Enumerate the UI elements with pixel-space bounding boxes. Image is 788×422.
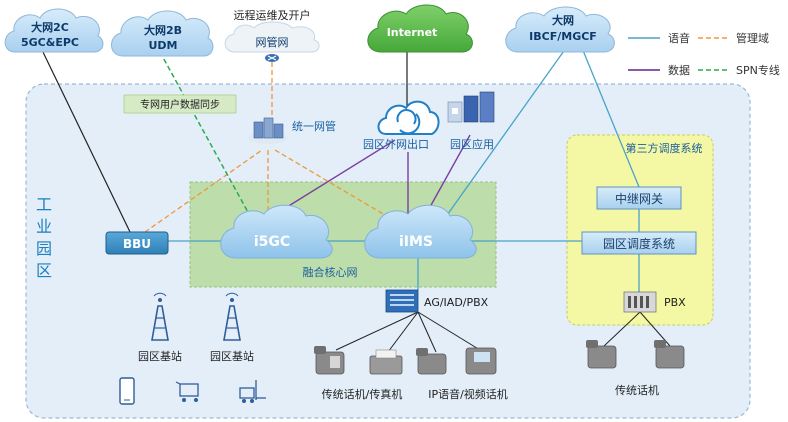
base-station-icon-1 xyxy=(151,292,169,341)
internet-label: Internet xyxy=(387,26,438,39)
sync-label-box xyxy=(123,94,237,114)
cloud-5gc-epc-line1: 大网2C xyxy=(31,20,69,34)
legend-spn-label: SPN专线 xyxy=(736,63,780,77)
ip-phone-icon xyxy=(416,348,447,375)
cloud-udm-line1: 大网2B xyxy=(144,23,182,37)
phones-ip-label: IP语音/视频话机 xyxy=(428,387,508,401)
forklift-icon xyxy=(239,380,266,403)
ag-iad-pbx-device-icon xyxy=(385,289,419,313)
remote-ops-label: 远程运维及开户 xyxy=(234,8,311,22)
industrial-park-label-3: 园 xyxy=(36,239,52,258)
cloud-ibcf-mgcf xyxy=(505,6,615,53)
third-party-label: 第三方调度系统 xyxy=(626,141,703,155)
pbx-device-icon xyxy=(623,291,657,313)
net-mgmt-label: 网管网 xyxy=(256,35,289,49)
fax-machine-icon xyxy=(369,349,403,375)
legend xyxy=(628,37,730,71)
router-icon xyxy=(265,54,279,62)
cart-terminal-icon xyxy=(175,381,199,402)
legend-voice-label: 语音 xyxy=(668,31,690,45)
server-cluster-icon xyxy=(248,117,288,144)
phones-right-label: 传统话机 xyxy=(615,383,659,397)
analog-phone-icon-2 xyxy=(586,340,617,369)
big-ims-line1: 大网 xyxy=(552,13,574,27)
third-party-area xyxy=(566,134,714,326)
unified-mgmt-label: 统一网管 xyxy=(292,119,336,133)
pbx-right-label: PBX xyxy=(664,296,686,309)
analog-phone-icon-1 xyxy=(314,346,345,375)
ag-iad-pbx-label: AG/IAD/PBX xyxy=(424,296,489,309)
cloud-5gc-epc-line2: 5GC&EPC xyxy=(21,36,79,49)
big-ims-line2: IBCF/MGCF xyxy=(529,30,597,43)
video-phone-icon xyxy=(465,347,497,375)
analog-phone-icon-3 xyxy=(654,340,685,369)
trunk-gateway-box xyxy=(596,186,682,210)
cloud-i5gc xyxy=(220,204,333,259)
cloud-udm-line2: UDM xyxy=(148,39,177,52)
internet-exit-cloud-icon xyxy=(377,100,440,135)
legend-mgmt-label: 管理域 xyxy=(736,31,769,45)
bbu-box xyxy=(105,231,169,255)
base-station-icon-2 xyxy=(223,292,241,341)
core-net-label: 融合核心网 xyxy=(303,265,358,279)
industrial-park-label-2: 业 xyxy=(36,217,52,236)
sync-label: 专网用户数据同步 xyxy=(140,98,220,111)
dispatch-system-box xyxy=(581,231,697,255)
cloud-net-mgmt xyxy=(224,21,320,53)
legend-data-label: 数据 xyxy=(668,63,690,77)
cloud-internet xyxy=(367,4,473,53)
cloud-udm xyxy=(111,10,214,57)
industrial-park-label-4: 区 xyxy=(36,261,52,280)
park-internet-exit-label: 园区外网出口 xyxy=(363,137,429,151)
park-apps-label: 园区应用 xyxy=(450,137,494,151)
app-server-icon xyxy=(447,91,495,123)
cloud-5gc-epc xyxy=(4,8,104,53)
bbu-label: BBU xyxy=(123,237,151,251)
dispatch-system-label: 园区调度系统 xyxy=(603,236,675,251)
industrial-park-label-1: 工 xyxy=(36,195,52,214)
base-station-label-2: 园区基站 xyxy=(210,349,254,363)
i5gc-label: i5GC xyxy=(254,234,290,250)
phones-left-label: 传统话机/传真机 xyxy=(322,387,403,401)
trunk-gateway-label: 中继网关 xyxy=(615,191,663,206)
mobile-phone-icon xyxy=(119,377,135,405)
base-station-label-1: 园区基站 xyxy=(138,349,182,363)
iims-label: iIMS xyxy=(399,234,433,250)
cloud-iims xyxy=(364,204,477,259)
